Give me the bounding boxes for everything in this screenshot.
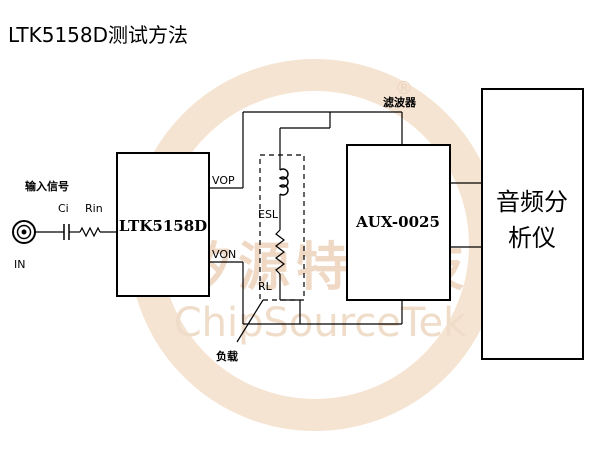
audio-analyzer-box bbox=[481, 88, 584, 360]
audio-analyzer-label-line2: 析仪 bbox=[508, 224, 556, 252]
load-dashed-box bbox=[259, 154, 305, 301]
watermark-registered-mark: ® bbox=[395, 78, 413, 99]
input-jack-icon bbox=[12, 220, 36, 244]
esl-label: ESL bbox=[258, 208, 279, 221]
aux-filter-box bbox=[346, 144, 451, 301]
watermark-en-text: ChipSourceTek bbox=[174, 300, 467, 346]
load-label: 负载 bbox=[216, 349, 238, 363]
input-resistor-icon bbox=[79, 226, 101, 238]
inductor-icon bbox=[278, 168, 289, 196]
rl-label: RL bbox=[258, 280, 273, 293]
vop-label: VOP bbox=[212, 174, 235, 187]
capacitor-icon bbox=[63, 224, 70, 240]
filter-label: 滤波器 bbox=[383, 95, 417, 109]
von-label: VON bbox=[212, 248, 236, 261]
audio-analyzer-label-line1: 音频分 bbox=[496, 188, 568, 216]
amp-chip-label: LTK5158D bbox=[119, 217, 207, 235]
load-resistor-icon bbox=[275, 229, 285, 275]
ci-label: Ci bbox=[58, 202, 69, 215]
input-signal-label: 输入信号 bbox=[25, 179, 69, 193]
aux-filter-label: AUX-0025 bbox=[355, 213, 440, 231]
load-pointer-line bbox=[236, 299, 264, 343]
in-label: IN bbox=[14, 258, 25, 271]
rin-label: Rin bbox=[85, 202, 103, 215]
page-title: LTK5158D测试方法 bbox=[8, 23, 188, 47]
amp-chip-box bbox=[116, 152, 210, 297]
